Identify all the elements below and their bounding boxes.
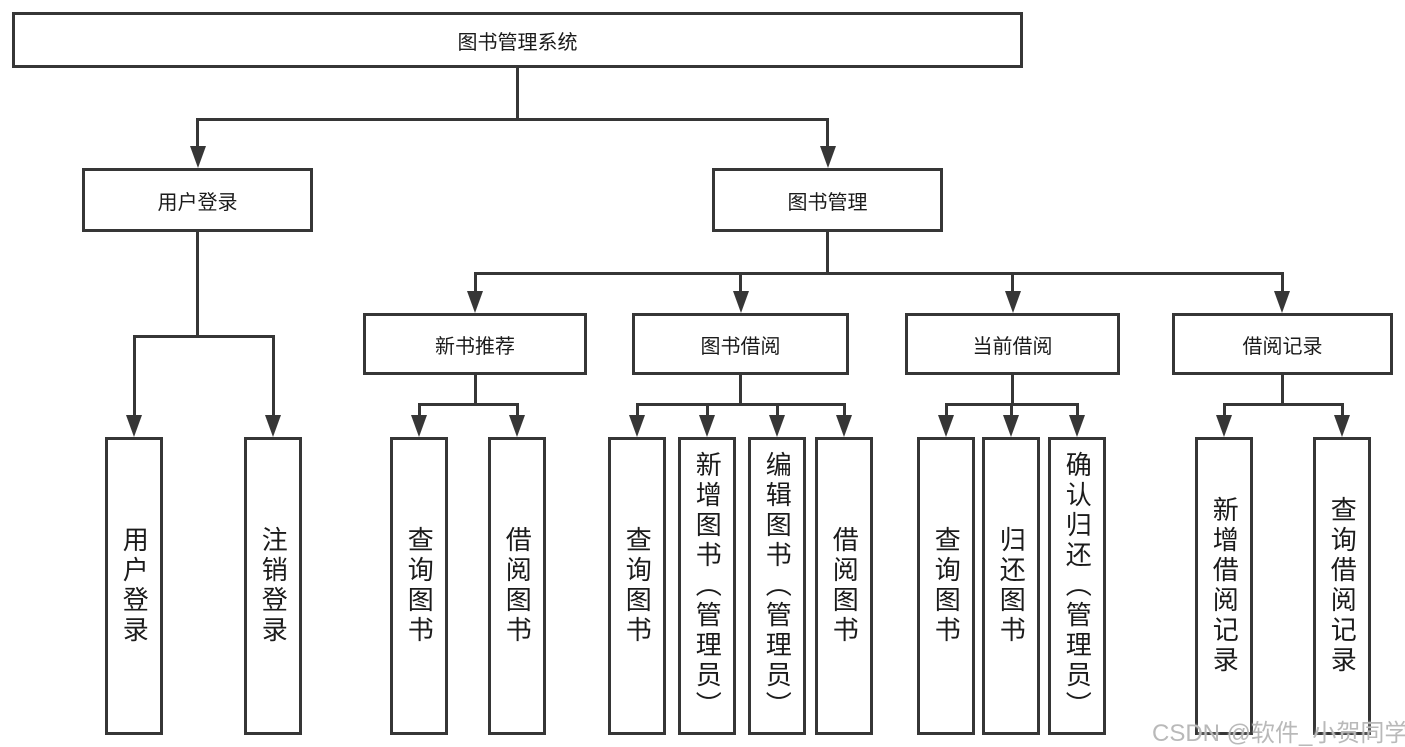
- arrow-down-icon: [1216, 415, 1232, 437]
- connector-line: [418, 403, 421, 417]
- node-leaf-return-books: 归还图书: [982, 437, 1040, 735]
- connector-line: [945, 403, 948, 417]
- arrow-down-icon: [629, 415, 645, 437]
- connector-line: [1281, 375, 1284, 403]
- node-label: 图书借阅: [700, 335, 781, 358]
- arrow-down-icon: [733, 291, 749, 313]
- node-leaf-query-books-3: 查询图书: [917, 437, 975, 735]
- connector-line: [1341, 403, 1344, 417]
- node-label: 查询图书: [404, 526, 435, 646]
- connector-line: [706, 403, 709, 417]
- node-leaf-query-books-1: 查询图书: [390, 437, 448, 735]
- node-user-login: 用户登录: [82, 168, 313, 232]
- node-label: 用户登录: [119, 526, 150, 646]
- node-label: 归还图书: [996, 526, 1027, 646]
- connector-line: [474, 375, 477, 403]
- connector-line: [272, 335, 275, 415]
- node-leaf-add-books-admin: 新增图书（管理员）: [678, 437, 736, 735]
- connector-line: [776, 403, 779, 417]
- node-label: 借阅图书: [502, 526, 533, 646]
- connector-line: [636, 403, 845, 406]
- arrow-down-icon: [836, 415, 852, 437]
- connector-line: [1076, 403, 1079, 417]
- arrow-down-icon: [509, 415, 525, 437]
- connector-line: [516, 68, 519, 118]
- connector-line: [739, 375, 742, 403]
- node-label: 编辑图书（管理员）: [762, 451, 793, 721]
- arrow-down-icon: [938, 415, 954, 437]
- arrow-down-icon: [1274, 291, 1290, 313]
- connector-line: [133, 335, 136, 415]
- connector-line: [1010, 403, 1013, 417]
- connector-line: [843, 403, 846, 417]
- node-new-book-recommend: 新书推荐: [363, 313, 587, 375]
- connector-line: [474, 272, 1283, 275]
- connector-line: [1223, 403, 1343, 406]
- node-label: 借阅记录: [1242, 335, 1323, 358]
- connector-line: [516, 403, 519, 417]
- connector-line: [1281, 272, 1284, 293]
- watermark-text: CSDN @软件_小贺同学: [1152, 720, 1405, 747]
- arrow-down-icon: [265, 415, 281, 437]
- arrow-down-icon: [467, 291, 483, 313]
- node-root: 图书管理系统: [12, 12, 1023, 68]
- arrow-down-icon: [769, 415, 785, 437]
- connector-line: [418, 403, 519, 406]
- arrow-down-icon: [1334, 415, 1350, 437]
- arrow-down-icon: [820, 146, 836, 168]
- node-label: 新增借阅记录: [1209, 496, 1240, 676]
- connector-line: [826, 118, 829, 148]
- node-book-borrowing: 图书借阅: [632, 313, 849, 375]
- connector-line: [1011, 375, 1014, 403]
- node-label: 新增图书（管理员）: [692, 451, 723, 721]
- node-leaf-logout: 注销登录: [244, 437, 302, 735]
- arrow-down-icon: [1003, 415, 1019, 437]
- node-label: 用户登录: [157, 191, 238, 214]
- node-leaf-confirm-return-admin: 确认归还（管理员）: [1048, 437, 1106, 735]
- node-root-label: 图书管理系统: [457, 31, 578, 54]
- node-book-management: 图书管理: [712, 168, 943, 232]
- connector-line: [826, 232, 829, 272]
- connector-line: [1011, 272, 1014, 293]
- node-leaf-edit-books-admin: 编辑图书（管理员）: [748, 437, 806, 735]
- arrow-down-icon: [411, 415, 427, 437]
- node-leaf-query-borrow-record: 查询借阅记录: [1313, 437, 1371, 735]
- connector-line: [196, 118, 829, 121]
- connector-line: [474, 272, 477, 293]
- node-label: 查询借阅记录: [1327, 496, 1358, 676]
- connector-line: [196, 118, 199, 148]
- node-label: 新书推荐: [435, 335, 515, 358]
- node-leaf-user-login: 用户登录: [105, 437, 163, 735]
- arrow-down-icon: [1069, 415, 1085, 437]
- arrow-down-icon: [1005, 291, 1021, 313]
- node-leaf-add-borrow-record: 新增借阅记录: [1195, 437, 1253, 735]
- node-label: 当前借阅: [972, 335, 1053, 358]
- connector-line: [133, 335, 274, 338]
- arrow-down-icon: [699, 415, 715, 437]
- node-leaf-query-books-2: 查询图书: [608, 437, 666, 735]
- node-label: 查询图书: [931, 526, 962, 646]
- node-label: 借阅图书: [829, 526, 860, 646]
- node-label: 注销登录: [258, 526, 289, 646]
- arrow-down-icon: [126, 415, 142, 437]
- connector-line: [196, 232, 199, 335]
- connector-line: [636, 403, 639, 417]
- node-borrowing-records: 借阅记录: [1172, 313, 1393, 375]
- connector-line: [1223, 403, 1226, 417]
- node-label: 确认归还（管理员）: [1062, 451, 1093, 721]
- node-current-borrowing: 当前借阅: [905, 313, 1120, 375]
- node-leaf-borrow-books-1: 借阅图书: [488, 437, 546, 735]
- node-label: 图书管理: [787, 191, 868, 214]
- node-leaf-borrow-books-2: 借阅图书: [815, 437, 873, 735]
- connector-line: [739, 272, 742, 293]
- node-label: 查询图书: [622, 526, 653, 646]
- arrow-down-icon: [190, 146, 206, 168]
